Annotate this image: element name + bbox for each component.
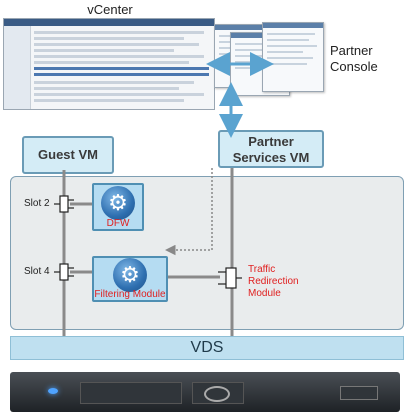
vds-bar: VDS: [10, 336, 404, 360]
slot4-connector-icon: [54, 263, 74, 281]
drive-bay-icon: [340, 386, 378, 400]
partner-vm-line2: Services VM: [232, 150, 310, 165]
gear-icon: ⚙: [113, 258, 147, 292]
traffic-line2: Redirection: [248, 276, 299, 287]
power-led-icon: [48, 388, 58, 394]
vcenter-title: vCenter: [87, 2, 133, 17]
filtering-module-label: Filtering Module: [94, 289, 166, 300]
slot2-label: Slot 2: [24, 198, 50, 209]
filtering-module: ⚙ Filtering Module: [92, 256, 168, 302]
partner-console-line1: Partner: [330, 43, 373, 58]
partner-console-label: Partner Console: [330, 43, 378, 75]
partner-vm-line1: Partner: [248, 134, 294, 149]
traffic-redirection-connector-icon: [218, 267, 242, 289]
redirect-dotted-path: [165, 168, 213, 256]
gear-icon: ⚙: [101, 186, 135, 220]
guest-vm-label: Guest VM: [38, 147, 98, 162]
traffic-line3: Module: [248, 288, 281, 299]
guest-vm-box: Guest VM: [22, 136, 114, 174]
dfw-module: ⚙ DFW: [92, 183, 144, 231]
host-panel: [10, 176, 404, 330]
slot2-connector-icon: [54, 195, 74, 213]
slot4-label: Slot 4: [24, 266, 50, 277]
dfw-label: DFW: [106, 218, 130, 229]
server-hardware: [10, 372, 400, 412]
drive-icon: [204, 386, 230, 402]
traffic-redirection-label: Traffic Redirection Module: [248, 264, 299, 300]
partner-console-line2: Console: [330, 59, 378, 74]
traffic-line1: Traffic: [248, 264, 276, 275]
partner-services-vm-box: Partner Services VM: [218, 130, 324, 168]
